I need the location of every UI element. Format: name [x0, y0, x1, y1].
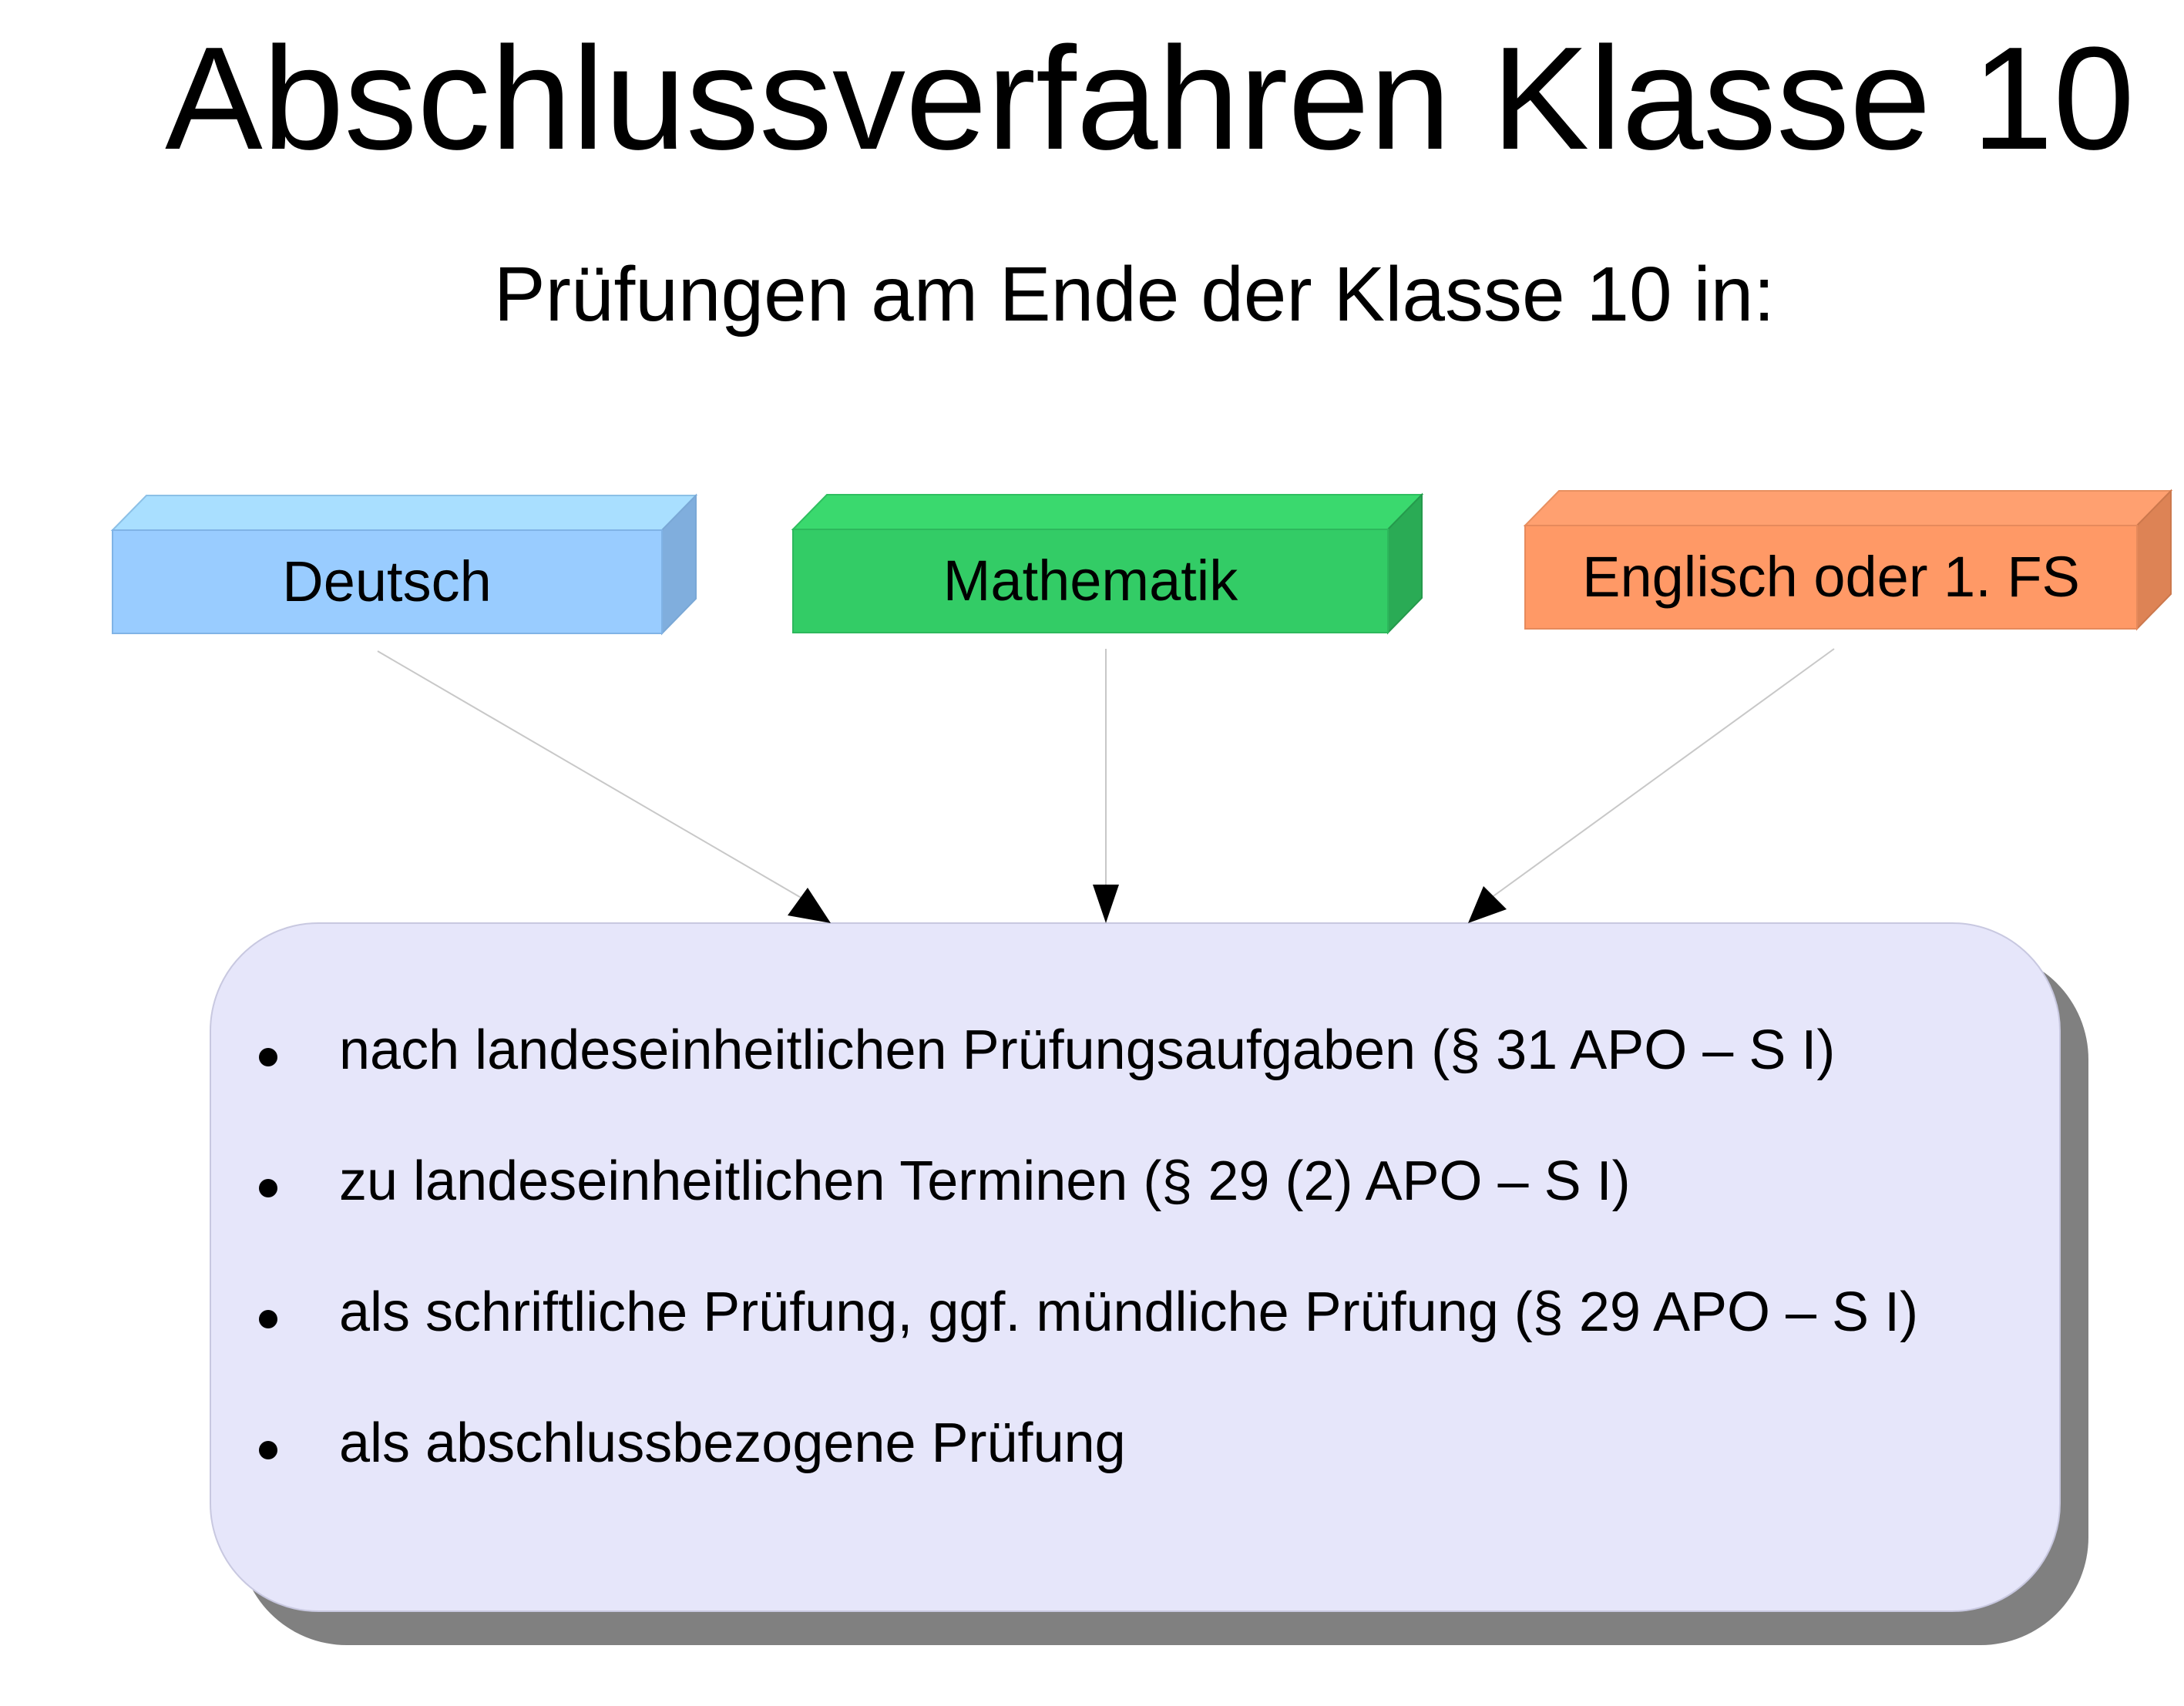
subject-label-mathematik: Mathematik — [943, 549, 1238, 613]
subject-box-deutsch: Deutsch — [110, 493, 698, 636]
page-subtitle: Prüfungen am Ende der Klasse 10 in: — [493, 251, 1776, 338]
box-top — [110, 495, 698, 531]
box-front — [1524, 525, 2138, 630]
connector-englisch — [1468, 648, 1835, 923]
list-item-text: zu landeseinheitlichen Terminen (§ 29 (2… — [339, 1150, 1631, 1212]
box-top — [791, 494, 1424, 530]
subject-box-mathematik: Mathematik — [791, 492, 1424, 635]
connector-mathematik — [1093, 649, 1119, 923]
box-front — [792, 529, 1389, 633]
list-item-text: nach landeseinheitlichen Prüfungsaufgabe… — [339, 1019, 1836, 1081]
bullet-icon — [259, 1310, 277, 1328]
list-item-text: als schriftliche Prüfung, ggf. mündliche… — [339, 1281, 1919, 1343]
list-item: als schriftliche Prüfung, ggf. mündliche… — [254, 1281, 1918, 1412]
page-title: Abschlussverfahren Klasse 10 — [165, 17, 2135, 180]
list-item: als abschlussbezogene Prüfung — [254, 1412, 1918, 1543]
bullet-icon — [259, 1048, 277, 1066]
subject-label-deutsch: Deutsch — [282, 549, 491, 613]
list-item-text: als abschlussbezogene Prüfung — [339, 1412, 1126, 1474]
box-top — [1523, 490, 2173, 526]
subject-box-englisch: Englisch oder 1. FS — [1523, 489, 2173, 631]
bullet-icon — [259, 1441, 277, 1459]
list-item: nach landeseinheitlichen Prüfungsaufgabe… — [254, 1019, 1918, 1150]
panel-body — [210, 922, 2061, 1612]
subject-label-englisch: Englisch oder 1. FS — [1582, 545, 2080, 609]
requirements-list: nach landeseinheitlichen Prüfungsaufgabe… — [254, 1019, 1918, 1543]
bullet-icon — [259, 1179, 277, 1197]
connector-deutsch — [377, 650, 831, 923]
box-front — [112, 529, 663, 634]
list-item: zu landeseinheitlichen Terminen (§ 29 (2… — [254, 1150, 1918, 1281]
